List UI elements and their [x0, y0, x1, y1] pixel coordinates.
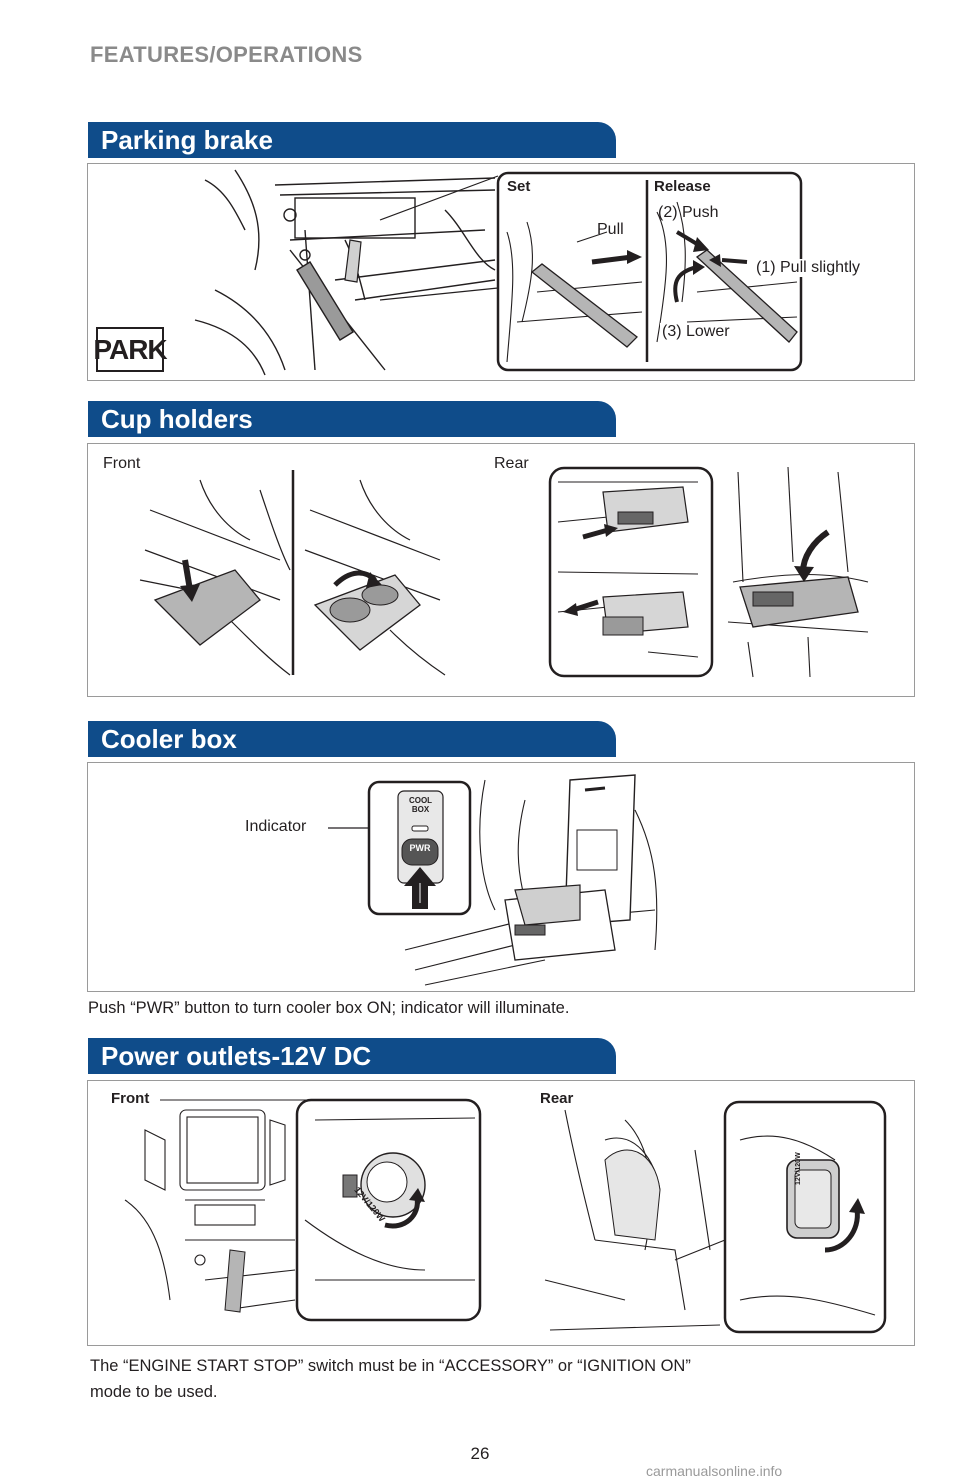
- parking-brake-inset: [496, 171, 803, 372]
- push-label: (2) Push: [658, 204, 719, 221]
- cooler-box-heading: Cooler box: [88, 721, 616, 757]
- set-label: Set: [507, 178, 531, 195]
- power-outlets-heading: Power outlets-12V DC: [88, 1038, 616, 1074]
- cup-holders-rear-label: Rear: [494, 455, 529, 472]
- power-outlets-rear-label: Rear: [540, 1090, 574, 1107]
- watermark: carmanualsonline.info: [646, 1463, 783, 1479]
- pwr-button: PWR: [409, 843, 431, 853]
- cool-box-switch-label: COOL BOX: [398, 796, 443, 814]
- cup-holders-heading: Cup holders: [88, 401, 616, 437]
- power-outlets-front-label: Front: [111, 1090, 150, 1107]
- inset-connector-lines: [379, 175, 499, 301]
- rear-outlet-rating-label: 12V/120W: [795, 1152, 802, 1185]
- rear-cup-holder-illustration: [548, 466, 869, 678]
- page-number: 26: [470, 1444, 490, 1463]
- parking-brake-console-illustration: [194, 169, 496, 376]
- parking-brake-heading: Parking brake: [88, 122, 616, 158]
- section-header: FEATURES/OPERATIONS: [90, 42, 363, 67]
- indicator-label: Indicator: [245, 818, 307, 835]
- park-indicator-symbol: PARK: [93, 327, 168, 372]
- lower-label: (3) Lower: [660, 323, 732, 341]
- release-label: Release: [654, 178, 711, 195]
- front-cup-holder-illustration: [139, 470, 446, 676]
- cup-holders-panel: [87, 443, 915, 697]
- cup-holders-front-label: Front: [103, 455, 141, 472]
- cooler-box-switch-inset: [367, 780, 472, 916]
- cooler-box-console-illustration: [404, 774, 658, 986]
- front-power-outlet-illustration: [124, 1098, 482, 1322]
- pull-slightly-label: (1) Pull slightly: [754, 259, 863, 277]
- cool-label-line2: BOX: [411, 805, 430, 814]
- cooler-box-caption: Push “PWR” button to turn cooler box ON;…: [88, 999, 570, 1017]
- cooler-box-panel: [87, 762, 915, 992]
- power-outlets-caption-line2: mode to be used.: [90, 1383, 218, 1401]
- rear-power-outlet-illustration: [544, 1100, 887, 1334]
- pull-label: Pull: [597, 221, 624, 238]
- cool-label-line1: COOL: [408, 796, 433, 805]
- power-outlets-caption-line1: The “ENGINE START STOP” switch must be i…: [90, 1357, 691, 1375]
